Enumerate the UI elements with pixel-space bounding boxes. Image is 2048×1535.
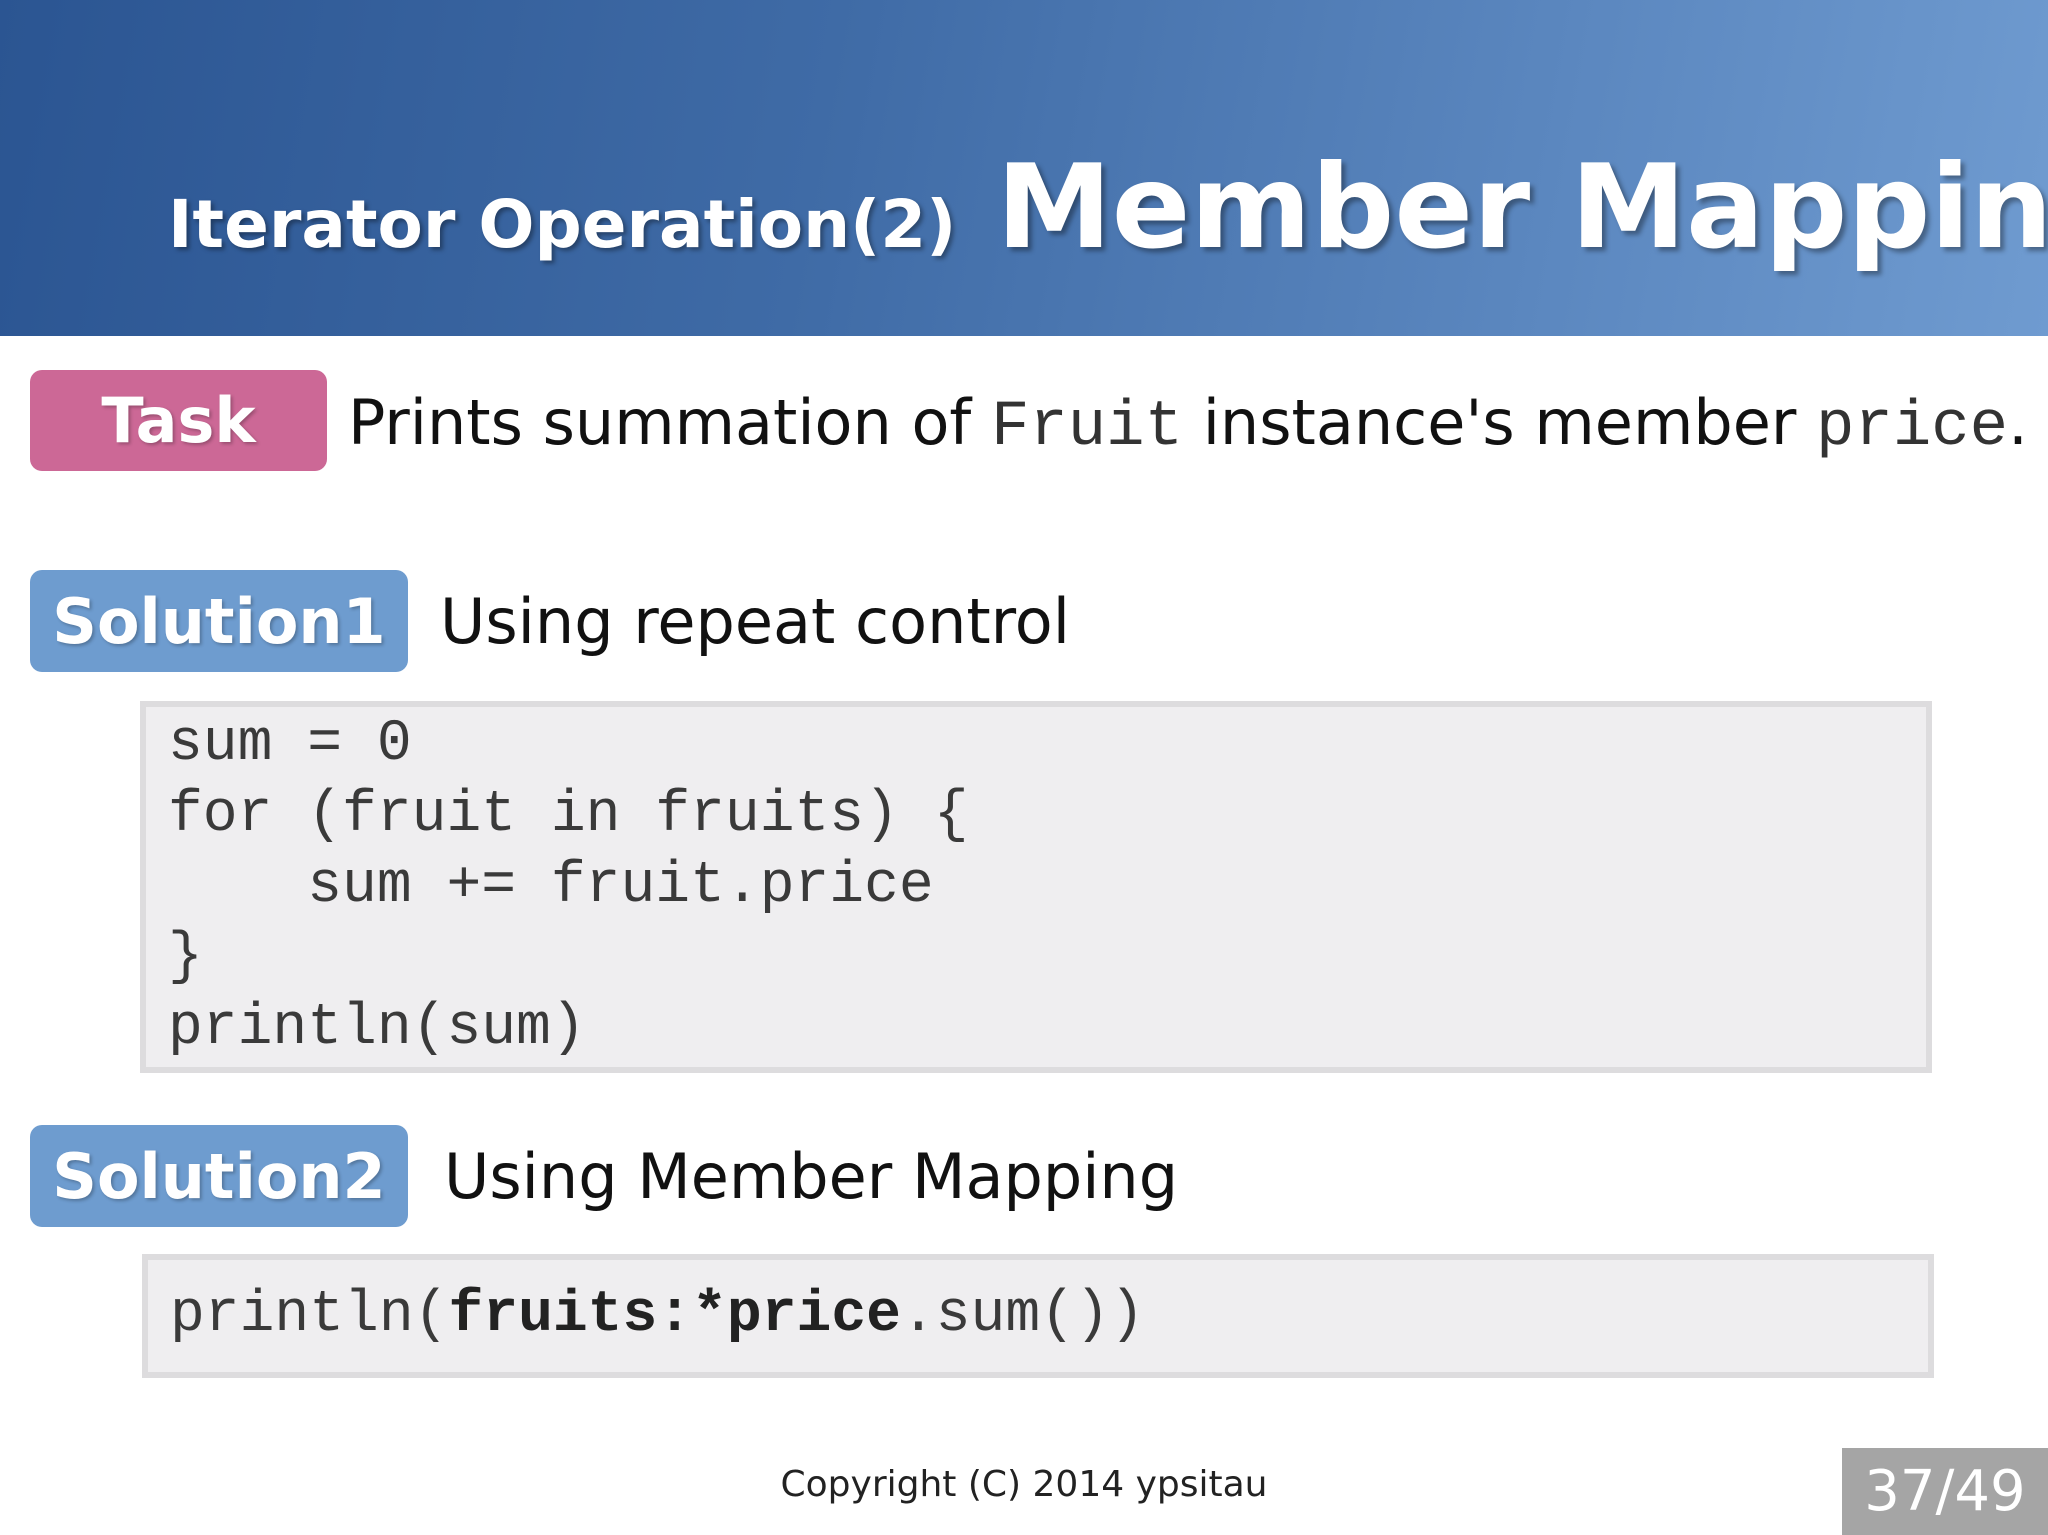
solution2-description: Using Member Mapping	[444, 1140, 1179, 1213]
task-code-class: Fruit	[990, 392, 1183, 464]
code-suffix: .sum())	[900, 1283, 1145, 1348]
solution1-code-block: sum = 0 for (fruit in fruits) { sum += f…	[140, 701, 1932, 1073]
slide-title: Member Mapping	[996, 140, 2048, 275]
task-code-member: price	[1816, 392, 2009, 464]
solution1-code: sum = 0 for (fruit in fruits) { sum += f…	[168, 709, 969, 1064]
code-line: }	[168, 925, 203, 990]
solution2-code: println(fruits:*price.sum())	[170, 1280, 1145, 1351]
code-line: println(sum)	[168, 996, 586, 1061]
code-prefix: println(	[170, 1283, 449, 1348]
code-line: sum += fruit.price	[168, 854, 934, 919]
task-text-before: Prints summation of	[348, 386, 991, 459]
page-number-badge: 37/49	[1842, 1448, 2048, 1535]
slide-header: Iterator Operation(2) Member Mapping	[0, 0, 2048, 336]
copyright-text: Copyright (C) 2014 ypsitau	[780, 1464, 1268, 1505]
task-description: Prints summation of Fruit instance's mem…	[348, 386, 2028, 464]
code-bold-member-mapping: fruits:*price	[448, 1283, 901, 1348]
header-title-group: Iterator Operation(2) Member Mapping	[168, 140, 2048, 280]
code-line: sum = 0	[168, 712, 412, 777]
solution1-label: Solution1	[30, 570, 408, 672]
solution2-code-block: println(fruits:*price.sum())	[142, 1254, 1934, 1378]
solution1-description: Using repeat control	[440, 585, 1070, 658]
task-text-middle: instance's member	[1182, 386, 1817, 459]
slide-subtitle: Iterator Operation(2)	[168, 186, 957, 263]
task-text-after: .	[2008, 386, 2028, 459]
code-line: for (fruit in fruits) {	[168, 783, 969, 848]
solution2-label: Solution2	[30, 1125, 408, 1227]
task-label: Task	[30, 370, 327, 471]
